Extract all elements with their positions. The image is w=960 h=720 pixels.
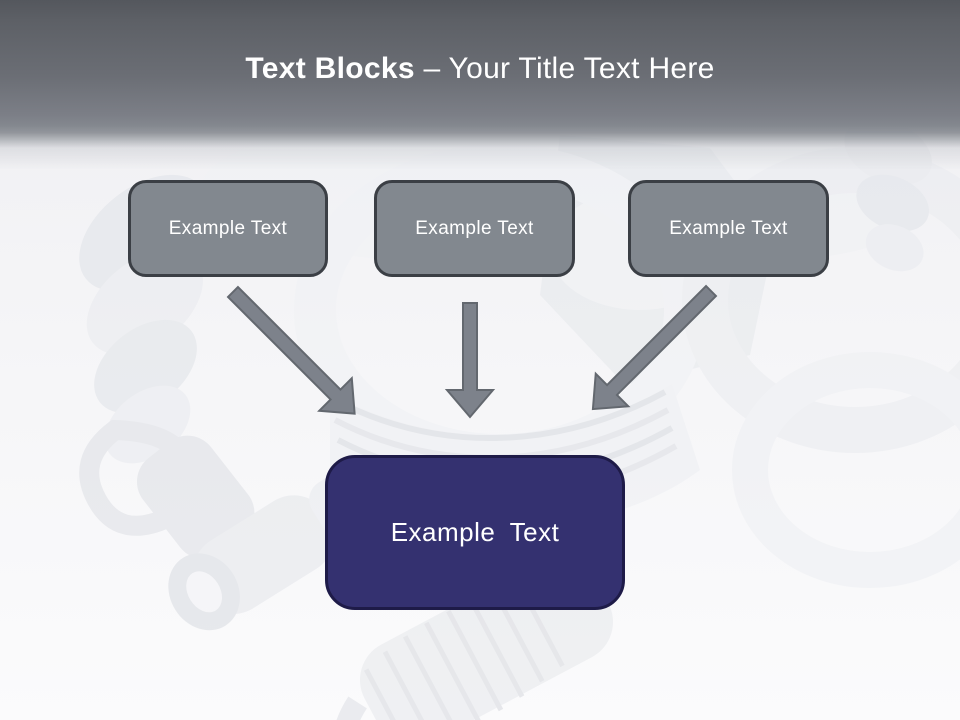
text-block-3: Example Text: [628, 180, 829, 277]
summary-block: Example Text: [325, 455, 625, 610]
text-block-2-label: Example Text: [415, 217, 534, 239]
arrow-down-right: [226, 285, 356, 415]
summary-block-label: Example Text: [390, 517, 560, 547]
text-block-1: Example Text: [128, 180, 328, 277]
text-block-3-label: Example Text: [669, 217, 788, 239]
arrow-down: [444, 302, 496, 419]
slide-title: Text Blocks – Your Title Text Here: [0, 52, 960, 86]
arrow-down-left: [591, 284, 718, 411]
text-block-2: Example Text: [374, 180, 575, 277]
title-bold-text: Text Blocks: [245, 52, 415, 85]
title-regular-text: – Your Title Text Here: [414, 52, 715, 85]
text-block-1-label: Example Text: [168, 217, 288, 239]
title-band: Text Blocks – Your Title Text Here: [0, 0, 960, 170]
